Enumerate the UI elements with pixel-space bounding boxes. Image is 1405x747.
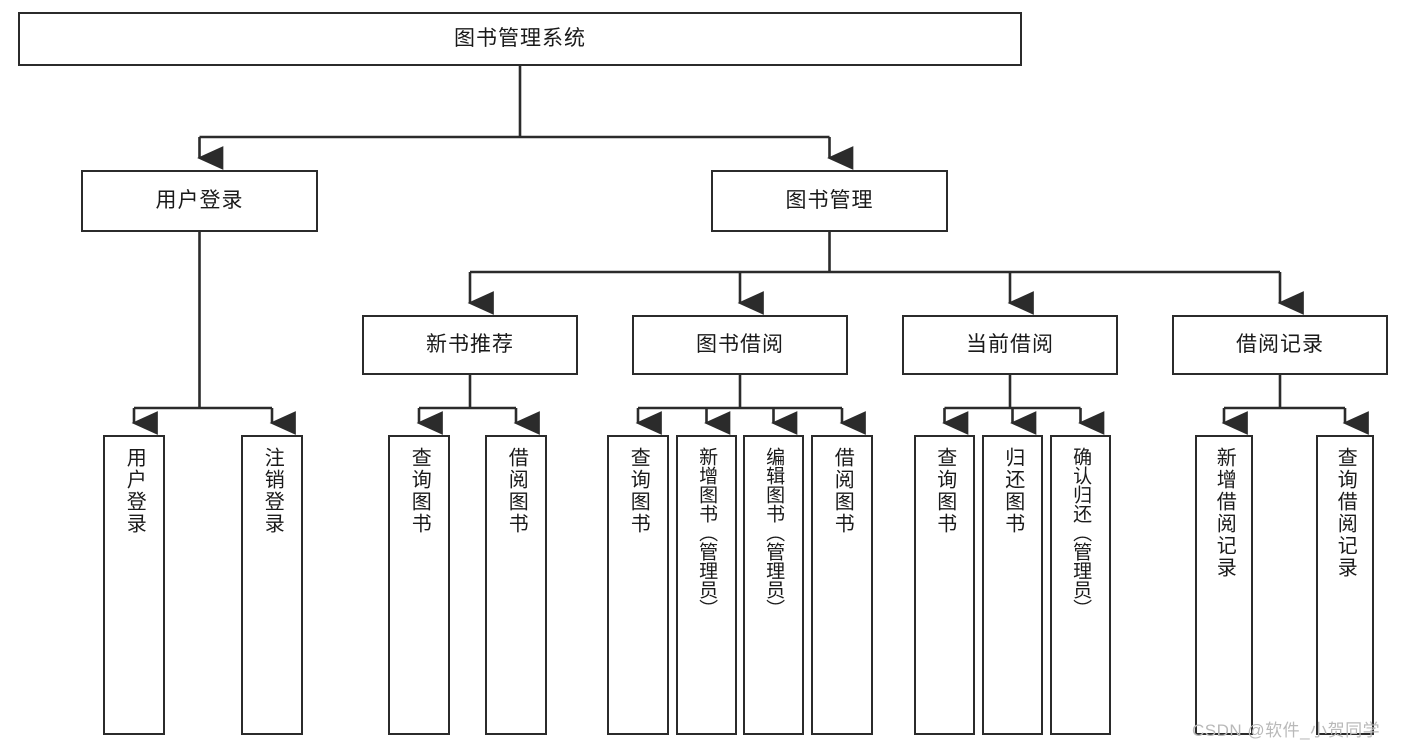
csdn-watermark: CSDN @软件_小贺同学 — [1192, 721, 1381, 740]
node-leaf-query-book-2[interactable]: 查询图书 — [607, 435, 669, 735]
node-leaf-borrow-book-2[interactable]: 借阅图书 — [811, 435, 873, 735]
node-label: 用户登录 — [123, 447, 146, 535]
node-leaf-query-record[interactable]: 查询借阅记录 — [1316, 435, 1374, 735]
node-book-management[interactable]: 图书管理 — [711, 170, 948, 232]
node-leaf-add-record[interactable]: 新增借阅记录 — [1195, 435, 1253, 735]
node-leaf-query-book-1[interactable]: 查询图书 — [388, 435, 450, 735]
node-label: 新书推荐 — [426, 332, 514, 356]
node-label: 用户登录 — [155, 188, 244, 212]
node-label: 新增图书（管理员） — [696, 447, 718, 618]
node-label: 当前借阅 — [966, 332, 1054, 356]
node-label: 图书管理 — [785, 188, 874, 212]
node-label: 图书管理系统 — [454, 26, 586, 50]
node-label: 确认归还（管理员） — [1070, 447, 1092, 618]
node-leaf-edit-book[interactable]: 编辑图书（管理员） — [743, 435, 804, 735]
node-leaf-return-book[interactable]: 归还图书 — [982, 435, 1043, 735]
node-label: 编辑图书（管理员） — [763, 447, 785, 618]
node-label: 归还图书 — [1001, 447, 1024, 535]
node-leaf-confirm-return[interactable]: 确认归还（管理员） — [1050, 435, 1111, 735]
node-label: 借阅记录 — [1236, 332, 1324, 356]
node-current-borrow[interactable]: 当前借阅 — [902, 315, 1118, 375]
node-leaf-user-logout[interactable]: 注销登录 — [241, 435, 303, 735]
node-root[interactable]: 图书管理系统 — [18, 12, 1022, 66]
node-leaf-query-book-3[interactable]: 查询图书 — [914, 435, 975, 735]
node-label: 查询借阅记录 — [1334, 447, 1357, 579]
node-label: 查询图书 — [933, 447, 956, 535]
node-leaf-borrow-book-1[interactable]: 借阅图书 — [485, 435, 547, 735]
node-user-login[interactable]: 用户登录 — [81, 170, 318, 232]
node-label: 借阅图书 — [505, 447, 528, 535]
node-label: 新增借阅记录 — [1213, 447, 1236, 579]
node-book-borrow[interactable]: 图书借阅 — [632, 315, 848, 375]
node-label: 借阅图书 — [831, 447, 854, 535]
node-label: 图书借阅 — [696, 332, 784, 356]
node-label: 查询图书 — [627, 447, 650, 535]
node-borrow-record[interactable]: 借阅记录 — [1172, 315, 1388, 375]
node-leaf-add-book[interactable]: 新增图书（管理员） — [676, 435, 737, 735]
node-label: 查询图书 — [408, 447, 431, 535]
node-new-book-recommend[interactable]: 新书推荐 — [362, 315, 578, 375]
node-leaf-user-login[interactable]: 用户登录 — [103, 435, 165, 735]
node-label: 注销登录 — [261, 447, 284, 535]
